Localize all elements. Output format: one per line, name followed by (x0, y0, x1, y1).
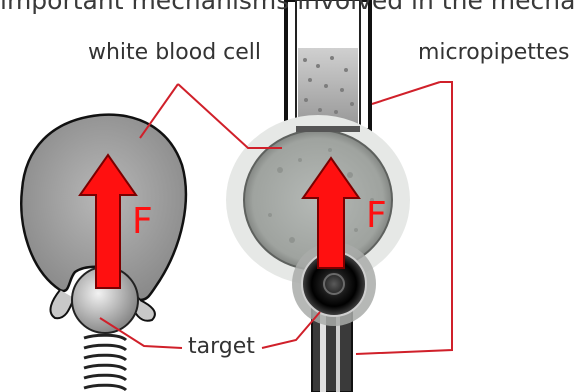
label-force-left: F (132, 202, 153, 242)
spring-icon (84, 335, 126, 390)
left-pseudopod (51, 290, 74, 318)
left-schematic (21, 115, 186, 390)
label-white-blood-cell: white blood cell (88, 40, 261, 66)
figure-caption: important mechanisms involved in the mec… (0, 0, 577, 16)
label-force-right: F (366, 196, 387, 236)
label-micropipettes: micropipettes (418, 40, 570, 66)
label-target: target (188, 334, 255, 360)
